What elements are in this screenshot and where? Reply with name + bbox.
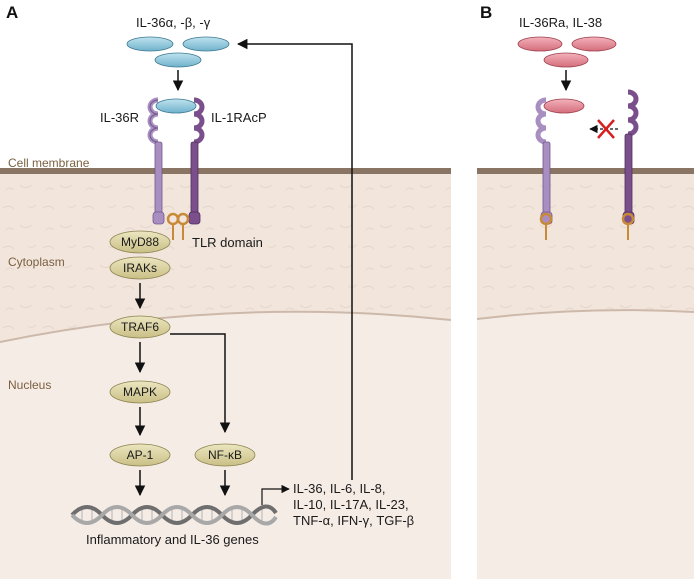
nuclear-envelope — [0, 310, 452, 343]
node-nfkb-label: NF-κB — [208, 448, 242, 462]
ligand-bound — [155, 98, 197, 114]
nucleus-region-b — [477, 310, 694, 579]
output-line-2: IL-10, IL-17A, IL-23, — [293, 497, 409, 512]
node-ap1-label: AP-1 — [127, 448, 154, 462]
label-il36-ligands: IL-36α, -β, -γ — [136, 15, 211, 30]
arrow-transcription — [261, 484, 290, 505]
panel-b: B IL-36Ra, IL-38 — [476, 3, 694, 579]
receptor-il36r-b — [535, 97, 553, 240]
ligand-il36-gamma — [154, 52, 202, 68]
panel-divider — [451, 0, 477, 579]
inhibition-x-icon — [597, 119, 615, 139]
output-line-3: TNF-α, IFN-γ, TGF-β — [293, 513, 414, 528]
label-il36r: IL-36R — [100, 110, 139, 125]
receptor-il1racp — [188, 97, 205, 225]
label-tlr-domain: TLR domain — [192, 235, 263, 250]
label-il1racp: IL-1RAcP — [211, 110, 267, 125]
label-cytoplasm: Cytoplasm — [8, 255, 65, 269]
arrow-traf6-to-nfkb — [170, 333, 231, 434]
node-iraks-label: IRAKs — [123, 261, 157, 275]
node-traf6: TRAF6 — [109, 315, 171, 339]
node-traf6-label: TRAF6 — [121, 320, 159, 334]
ligand-il36-beta — [182, 36, 230, 52]
node-myd88: MyD88 — [109, 230, 171, 254]
cell-membrane-b — [477, 168, 694, 174]
cell-membrane — [0, 168, 451, 174]
arrow-feedback-loop — [236, 38, 353, 480]
tlr-domain-right — [176, 212, 190, 240]
node-ap1: AP-1 — [109, 443, 171, 467]
node-myd88-label: MyD88 — [121, 235, 159, 249]
node-nfkb: NF-κB — [194, 443, 256, 467]
nuclear-envelope-b — [476, 309, 694, 320]
label-nucleus: Nucleus — [8, 378, 51, 392]
node-mapk-label: MAPK — [123, 385, 157, 399]
node-iraks: IRAKs — [109, 256, 171, 280]
dna-helix — [70, 504, 278, 526]
node-mapk: MAPK — [109, 380, 171, 404]
ligand-il36-alpha — [126, 36, 174, 52]
label-inflammatory-genes: Inflammatory and IL-36 genes — [86, 532, 259, 547]
antagonist-il38 — [571, 36, 617, 52]
panel-b-letter: B — [480, 3, 492, 22]
output-line-1: IL-36, IL-6, IL-8, — [293, 481, 386, 496]
receptor-il1racp-b — [621, 89, 639, 240]
receptor-il36r — [147, 97, 165, 225]
label-antagonists: IL-36Ra, IL-38 — [519, 15, 602, 30]
panel-a-letter: A — [6, 3, 18, 22]
antagonist-third — [543, 52, 589, 68]
label-cell-membrane: Cell membrane — [8, 156, 90, 170]
panel-a: A Cell membrane Cytoplasm Nucleus IL-36α… — [0, 3, 452, 579]
antagonist-bound — [543, 98, 585, 114]
antagonist-il36ra — [517, 36, 563, 52]
